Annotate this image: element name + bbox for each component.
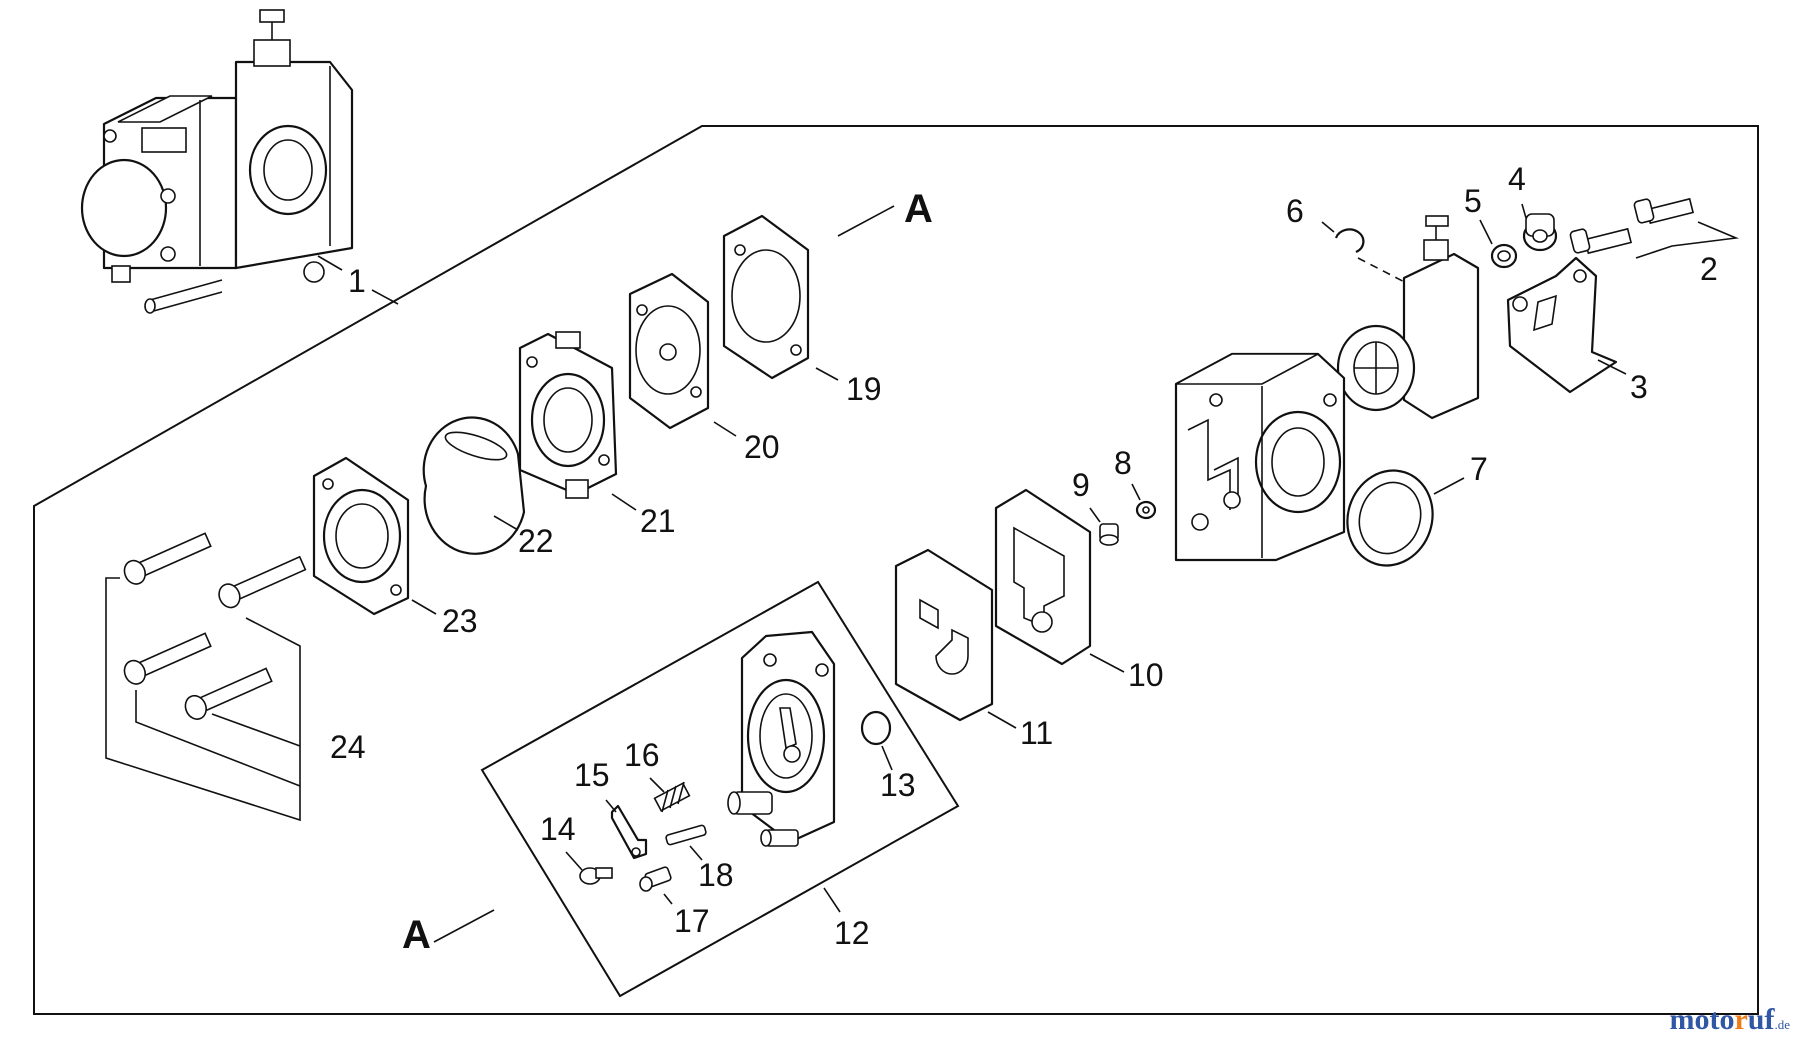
part-11-diaphragm bbox=[894, 548, 994, 722]
part-23-flange-plate bbox=[312, 456, 410, 616]
part-9-needle bbox=[1099, 523, 1119, 546]
part-3-bracket bbox=[1506, 256, 1618, 394]
callout-18: 18 bbox=[698, 857, 734, 893]
part-21-pump-cover bbox=[518, 331, 618, 499]
callout-4: 4 bbox=[1508, 161, 1526, 197]
part-24-screws bbox=[105, 532, 307, 822]
section-marker-a-top: A bbox=[904, 187, 933, 231]
part-18-pin bbox=[665, 824, 707, 846]
callout-14: 14 bbox=[540, 811, 576, 847]
callout-19: 19 bbox=[846, 371, 882, 407]
callout-9: 9 bbox=[1072, 467, 1090, 503]
part-10-gasket bbox=[994, 488, 1092, 666]
callout-6: 6 bbox=[1286, 193, 1304, 229]
leader-lines bbox=[317, 203, 1627, 943]
part-13-oring bbox=[860, 710, 892, 746]
part-16-spring bbox=[653, 781, 691, 813]
part-12-pump-body bbox=[727, 630, 836, 847]
callout-23: 23 bbox=[442, 603, 478, 639]
callout-12: 12 bbox=[834, 915, 870, 951]
callout-3: 3 bbox=[1630, 369, 1648, 405]
group-12-frame bbox=[480, 580, 960, 998]
part-22-primer-bulb bbox=[422, 416, 526, 555]
callout-16: 16 bbox=[624, 737, 660, 773]
watermark-tld: .de bbox=[1774, 1017, 1790, 1032]
callout-21: 21 bbox=[640, 503, 676, 539]
callout-17: 17 bbox=[674, 903, 710, 939]
callout-5: 5 bbox=[1464, 183, 1482, 219]
callout-15: 15 bbox=[574, 757, 610, 793]
watermark-part-3: uf bbox=[1747, 1003, 1775, 1036]
watermark-part-1: moto bbox=[1669, 1003, 1735, 1036]
callout-2: 2 bbox=[1700, 251, 1718, 287]
part-8-washer bbox=[1135, 500, 1157, 520]
callout-11: 11 bbox=[1020, 715, 1053, 751]
section-marker-a-bottom: A bbox=[402, 913, 431, 957]
main-body bbox=[1174, 352, 1346, 562]
part-20-diaphragm bbox=[628, 272, 710, 430]
callout-24: 24 bbox=[330, 729, 366, 765]
callout-22: 22 bbox=[518, 523, 554, 559]
part-5-washer bbox=[1490, 243, 1518, 269]
part-2-screws bbox=[1569, 197, 1740, 259]
callout-7: 7 bbox=[1470, 451, 1488, 487]
part-7-seal bbox=[1346, 469, 1434, 567]
callout-10: 10 bbox=[1128, 657, 1164, 693]
part-4-knob bbox=[1522, 213, 1558, 252]
callout-20: 20 bbox=[744, 429, 780, 465]
assembly-frame bbox=[33, 125, 1759, 1015]
watermark-part-2: r bbox=[1734, 1003, 1748, 1036]
part-14-screw bbox=[579, 867, 613, 885]
motoruf-watermark-logo: motoruf.de bbox=[1669, 1003, 1790, 1037]
callout-1: 1 bbox=[348, 263, 366, 299]
callout-numbers: 1 2 3 4 5 6 7 8 9 10 11 12 13 14 15 16 1… bbox=[330, 161, 1718, 951]
part-15-lever bbox=[610, 804, 648, 860]
callout-8: 8 bbox=[1114, 445, 1132, 481]
throttle-body bbox=[1336, 215, 1480, 420]
part-1-carburetor bbox=[80, 9, 354, 314]
part-17-needle-valve bbox=[639, 866, 672, 892]
part-19-gasket bbox=[722, 214, 810, 380]
callout-13: 13 bbox=[880, 767, 916, 803]
